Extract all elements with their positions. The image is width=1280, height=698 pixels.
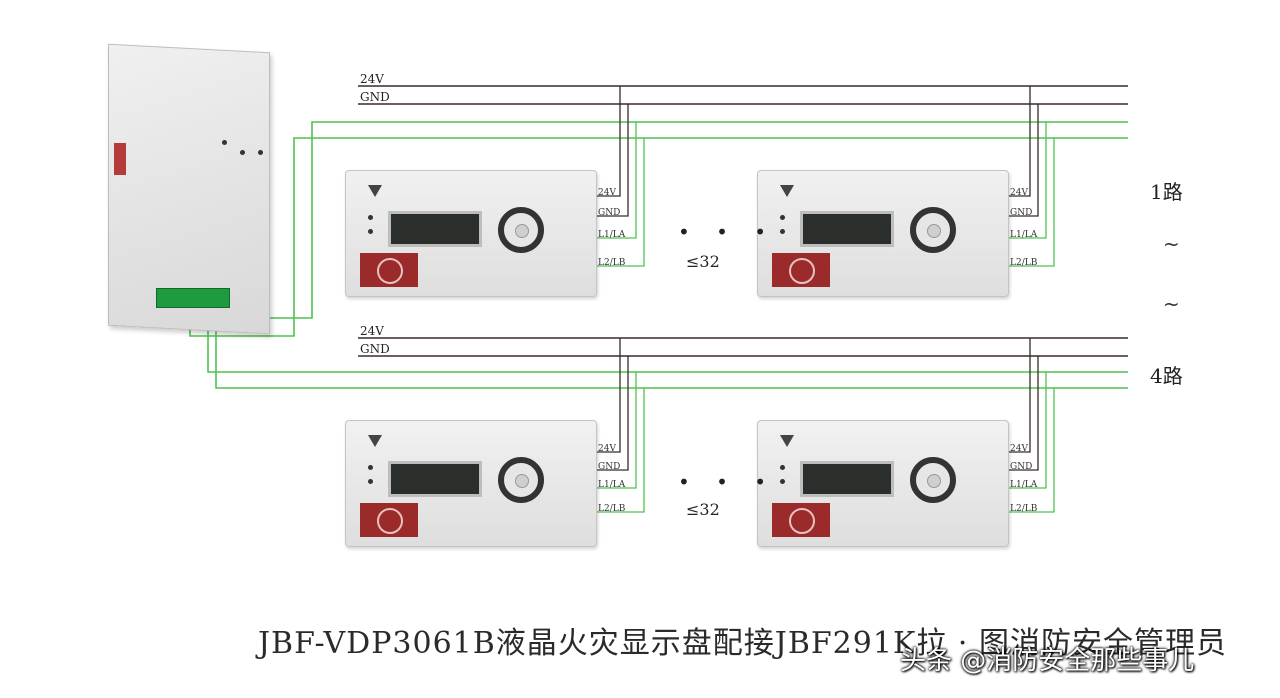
drop-br-24v xyxy=(1008,338,1031,453)
terminal-label-gnd: GND xyxy=(1010,208,1033,218)
terminal-label-24v: 24V xyxy=(598,444,616,454)
drop-tr-24v xyxy=(1008,86,1031,197)
top-24v-label: 24V xyxy=(360,72,384,86)
drop-tl-l1 xyxy=(596,122,637,239)
terminal-label-l2: L2/LB xyxy=(598,258,626,268)
terminal-label-l1: L1/LA xyxy=(598,480,626,490)
display-panel-top-left xyxy=(345,170,597,297)
display-panel-bottom-right xyxy=(757,420,1009,547)
display-panel-bottom-left xyxy=(345,420,597,547)
route-range-tilde: ~ xyxy=(1163,292,1180,316)
indicator-led xyxy=(240,150,245,155)
terminal-label-24v: 24V xyxy=(1010,444,1028,454)
status-led xyxy=(368,229,373,234)
terminal-label-gnd: GND xyxy=(598,208,621,218)
drop-tr-l2 xyxy=(1008,138,1055,267)
certification-seal xyxy=(772,253,830,287)
bottom-signal-line-a xyxy=(207,300,1128,373)
brand-logo-icon xyxy=(368,435,382,447)
status-led xyxy=(780,215,785,220)
terminal-label-l2: L2/LB xyxy=(1010,504,1038,514)
terminal-block xyxy=(156,288,230,308)
terminal-label-l1: L1/LA xyxy=(1010,480,1038,490)
buzzer-ring-icon xyxy=(498,457,544,503)
display-panel-top-right xyxy=(757,170,1009,297)
buzzer-ring-icon xyxy=(910,207,956,253)
status-led xyxy=(368,215,373,220)
terminal-label-24v: 24V xyxy=(1010,188,1028,198)
status-led xyxy=(780,479,785,484)
drop-bl-gnd xyxy=(596,356,629,471)
source-watermark: 头条 @消防安全那些事儿 xyxy=(900,646,1195,676)
route-1-label: 1路 xyxy=(1150,180,1183,204)
bottom-24v-label: 24V xyxy=(360,324,384,338)
route-range-tilde: ~ xyxy=(1163,232,1180,256)
status-led xyxy=(780,465,785,470)
lcd-screen xyxy=(388,211,482,247)
drop-br-l2 xyxy=(1008,388,1055,513)
brand-logo-icon xyxy=(780,435,794,447)
drop-tl-l2 xyxy=(596,138,645,267)
panel-count-bottom: ≤32 xyxy=(686,500,720,519)
indicator-led xyxy=(258,150,263,155)
terminal-label-l2: L2/LB xyxy=(1010,258,1038,268)
ellipsis-top: • • • xyxy=(678,220,777,244)
route-4-label: 4路 xyxy=(1150,364,1183,388)
terminal-label-gnd: GND xyxy=(598,462,621,472)
certification-seal xyxy=(360,503,418,537)
lcd-screen xyxy=(800,211,894,247)
terminal-label-l1: L1/LA xyxy=(598,230,626,240)
drop-bl-l2 xyxy=(596,388,645,513)
buzzer-ring-icon xyxy=(498,207,544,253)
drop-tr-l1 xyxy=(1008,122,1047,239)
top-gnd-label: GND xyxy=(360,90,390,104)
terminal-label-gnd: GND xyxy=(1010,462,1033,472)
certification-seal xyxy=(360,253,418,287)
drop-tl-gnd xyxy=(596,104,629,217)
indicator-led xyxy=(222,140,227,145)
ellipsis-bottom: • • • xyxy=(678,470,777,494)
drop-tr-gnd xyxy=(1008,104,1039,217)
drop-tl-24v xyxy=(596,86,621,197)
certification-seal xyxy=(772,503,830,537)
terminal-label-l1: L1/LA xyxy=(1010,230,1038,240)
lcd-screen xyxy=(388,461,482,497)
interface-unit xyxy=(100,43,278,338)
terminal-label-l2: L2/LB xyxy=(598,504,626,514)
bottom-signal-line-b xyxy=(215,300,1128,389)
buzzer-ring-icon xyxy=(910,457,956,503)
diagram-caption: JBF-VDP3061B液晶火灾显示盘配接JBF291K拉 · 图消防安全管理员 xyxy=(258,626,1227,661)
brand-logo-icon xyxy=(368,185,382,197)
drop-br-gnd xyxy=(1008,356,1039,471)
drop-bl-l1 xyxy=(596,372,637,489)
status-led xyxy=(780,229,785,234)
dip-switch xyxy=(114,143,126,175)
status-led xyxy=(368,465,373,470)
terminal-label-24v: 24V xyxy=(598,188,616,198)
drop-bl-24v xyxy=(596,338,621,453)
status-led xyxy=(368,479,373,484)
panel-count-top: ≤32 xyxy=(686,252,720,271)
brand-logo-icon xyxy=(780,185,794,197)
drop-br-l1 xyxy=(1008,372,1047,489)
lcd-screen xyxy=(800,461,894,497)
bottom-gnd-label: GND xyxy=(360,342,390,356)
